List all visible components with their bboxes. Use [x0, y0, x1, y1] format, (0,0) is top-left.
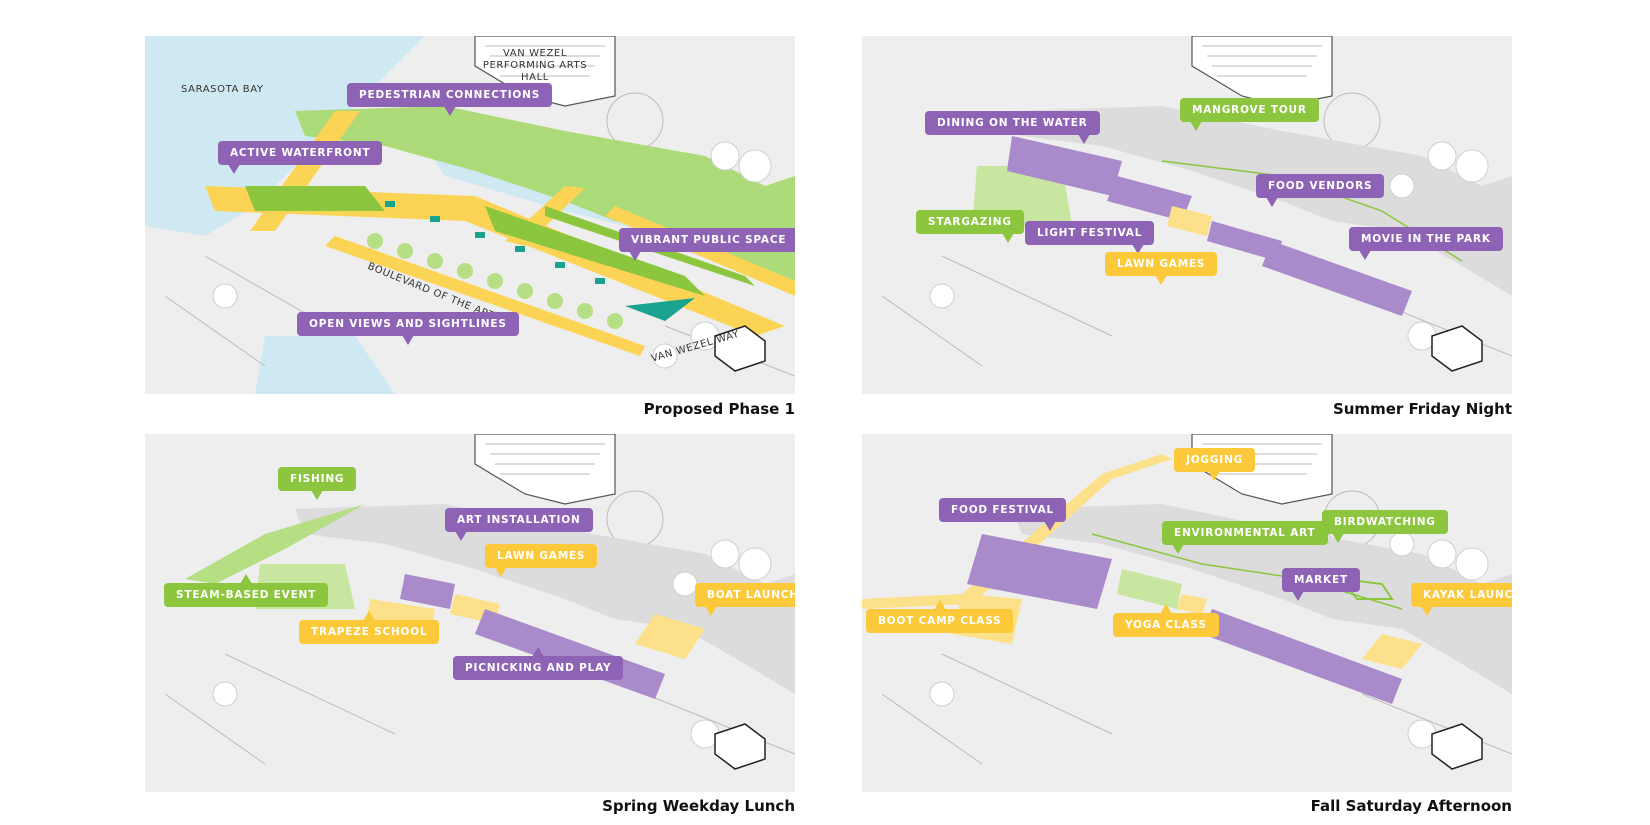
callout-jogging: JOGGING — [1174, 448, 1255, 481]
callout-open-views: OPEN VIEWS AND SIGHTLINES — [297, 312, 519, 345]
callout-vibrant-public-space: VIBRANT PUBLIC SPACE — [619, 228, 795, 261]
panel-caption: Spring Weekday Lunch — [602, 797, 795, 815]
callout-food-festival: FOOD FESTIVAL — [939, 498, 1067, 531]
callout-market: MARKET — [1282, 568, 1360, 601]
panel-proposed-phase-1: SARASOTA BAY VAN WEZEL PERFORMING ARTS H… — [145, 36, 795, 394]
callout-art-installation: ART INSTALLATION — [445, 508, 593, 541]
panel-fall-saturday-afternoon: JOGGING FOOD FESTIVAL ENVIRONMENTAL ART … — [862, 434, 1512, 792]
callout-steam-based-event: STEAM-BASED EVENT — [164, 574, 329, 607]
panel-caption: Summer Friday Night — [1332, 400, 1512, 418]
panel-caption: Fall Saturday Afternoon — [1310, 797, 1512, 815]
callout-pedestrian-connections: PEDESTRIAN CONNECTIONS — [347, 83, 553, 116]
callout-active-waterfront: ACTIVE WATERFRONT — [218, 141, 383, 174]
panel-caption: Proposed Phase 1 — [643, 400, 795, 418]
panel-spring-weekday-lunch: FISHING ART INSTALLATION LAWN GAMES BOAT… — [145, 434, 795, 792]
callout-mangrove-tour: MANGROVE TOUR — [1180, 98, 1319, 131]
hall-label: VAN WEZEL PERFORMING ARTS HALL — [482, 48, 588, 83]
callout-kayak-launch: KAYAK LAUNCH — [1411, 583, 1512, 616]
callout-boot-camp-class: BOOT CAMP CLASS — [866, 600, 1014, 633]
callout-trapeze-school: TRAPEZE SCHOOL — [299, 611, 440, 644]
bay-label: SARASOTA BAY — [181, 84, 264, 95]
callout-dining-on-the-water: DINING ON THE WATER — [925, 111, 1100, 144]
callout-light-festival: LIGHT FESTIVAL — [1025, 221, 1155, 254]
callout-movie-in-the-park: MOVIE IN THE PARK — [1349, 227, 1503, 260]
panel-summer-friday-night: DINING ON THE WATER MANGROVE TOUR FOOD V… — [862, 36, 1512, 394]
callout-stargazing: STARGAZING — [916, 210, 1024, 243]
callout-fishing: FISHING — [278, 467, 357, 500]
callout-lawn-games: LAWN GAMES — [485, 544, 598, 577]
callout-yoga-class: YOGA CLASS — [1113, 604, 1219, 637]
site-plan-map — [881, 36, 1512, 372]
callout-boat-launch: BOAT LAUNCH — [695, 583, 795, 616]
callout-picnicking-and-play: PICNICKING AND PLAY — [453, 647, 624, 680]
callout-food-vendors: FOOD VENDORS — [1256, 174, 1385, 207]
callout-birdwatching: BIRDWATCHING — [1322, 510, 1448, 543]
site-plan-map — [164, 434, 795, 770]
callout-lawn-games: LAWN GAMES — [1105, 252, 1218, 285]
callout-environmental-art: ENVIRONMENTAL ART — [1162, 521, 1328, 554]
